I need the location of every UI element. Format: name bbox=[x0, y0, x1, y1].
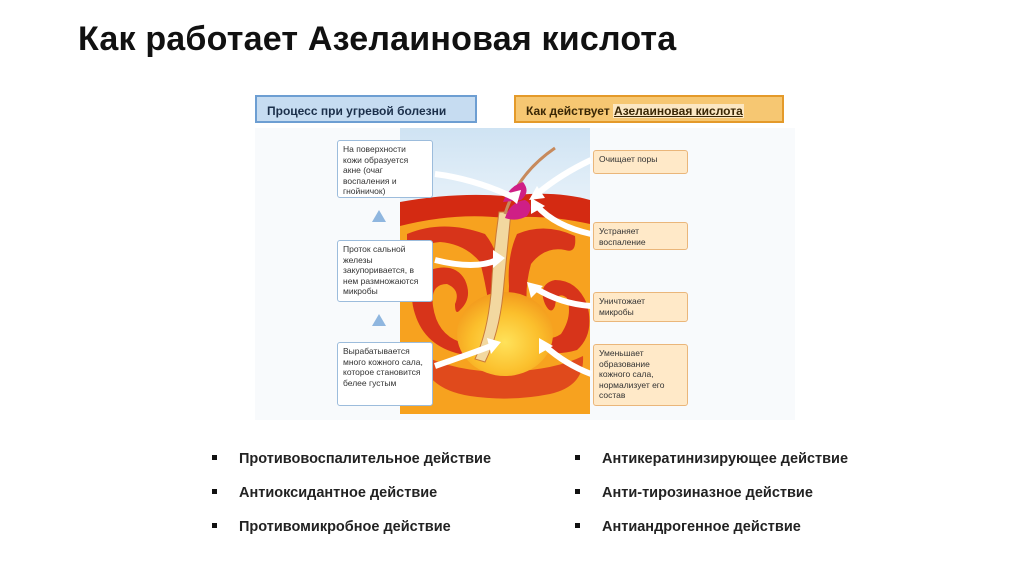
right-header-prefix: Как действует bbox=[526, 104, 614, 118]
bullet-item: Антиоксидантное действие bbox=[212, 485, 437, 501]
arrow-right-1 bbox=[535, 157, 593, 197]
page-title: Как работает Азелаиновая кислота bbox=[78, 20, 677, 58]
sebaceous-gland-right-lobe bbox=[508, 228, 590, 354]
progression-up-arrow-icon bbox=[372, 314, 386, 326]
bullet-item: Анти-тирозиназное действие bbox=[575, 485, 813, 501]
arrow-right-4-head bbox=[539, 338, 553, 354]
bullet-text: Противовоспалительное действие bbox=[239, 451, 492, 467]
left-process-box-1: На поверхности кожи образуется акне (оча… bbox=[337, 140, 433, 198]
left-process-box-3: Вырабатывается много кожного сала, котор… bbox=[337, 342, 433, 406]
bullet-square-icon bbox=[575, 522, 580, 528]
bullet-text: Антиоксидантное действие bbox=[239, 485, 438, 501]
arrow-left-mid-head bbox=[493, 250, 505, 268]
arrow-right-2-head bbox=[531, 198, 545, 214]
arrow-right-4 bbox=[542, 343, 593, 377]
right-action-box-2: Устраняет воспаление bbox=[593, 222, 688, 250]
bullet-text: Антикератинизирующее действие bbox=[602, 451, 849, 467]
bullet-square-icon bbox=[575, 454, 580, 460]
arrow-right-1-head bbox=[529, 186, 545, 200]
right-action-box-1: Очищает поры bbox=[593, 150, 688, 174]
epidermis-band bbox=[400, 193, 590, 226]
arrow-left-top-head bbox=[505, 190, 521, 204]
hair bbox=[503, 146, 556, 215]
progression-up-arrow-icon bbox=[372, 210, 386, 222]
arrow-right-3 bbox=[533, 285, 592, 309]
bullet-square-icon bbox=[575, 488, 580, 494]
sebaceous-gland-base bbox=[420, 354, 584, 399]
hair-follicle bbox=[474, 211, 512, 363]
bullet-text: Анти-тирозиназное действие bbox=[602, 485, 813, 501]
bullet-text: Антиандрогенное действие bbox=[602, 519, 801, 535]
bullet-square-icon bbox=[212, 522, 217, 528]
acne-diagram: Процесс при угревой болезни Как действуе… bbox=[255, 84, 795, 420]
arrow-right-2 bbox=[534, 203, 592, 237]
left-column-header: Процесс при угревой болезни bbox=[255, 95, 477, 123]
right-action-box-4: Уменьшает образование кожного сала, норм… bbox=[593, 344, 688, 406]
arrow-right-3-head bbox=[527, 282, 543, 298]
arrow-left-bottom-head bbox=[487, 338, 501, 354]
bullet-text: Противомикробное действие bbox=[239, 519, 451, 535]
bullet-square-icon bbox=[212, 454, 217, 460]
gland-core bbox=[457, 292, 553, 376]
arrow-left-bottom bbox=[434, 343, 493, 369]
right-action-box-3: Уничтожает микробы bbox=[593, 292, 688, 322]
bullet-square-icon bbox=[212, 488, 217, 494]
bullet-item: Антиандрогенное действие bbox=[575, 519, 801, 535]
bullet-item: Противомикробное действие bbox=[212, 519, 451, 535]
bullet-item: Антикератинизирующее действие bbox=[575, 451, 848, 467]
skin-cross-section-illustration bbox=[255, 128, 795, 420]
right-column-header: Как действует Азелаиновая кислота bbox=[514, 95, 784, 123]
right-header-highlight: Азелаиновая кислота bbox=[613, 104, 744, 118]
arrow-left-mid bbox=[434, 257, 499, 268]
pimple bbox=[503, 182, 531, 220]
left-process-box-2: Проток сальной железы закупоривается, в … bbox=[337, 240, 433, 302]
bullet-item: Противовоспалительное действие bbox=[212, 451, 491, 467]
